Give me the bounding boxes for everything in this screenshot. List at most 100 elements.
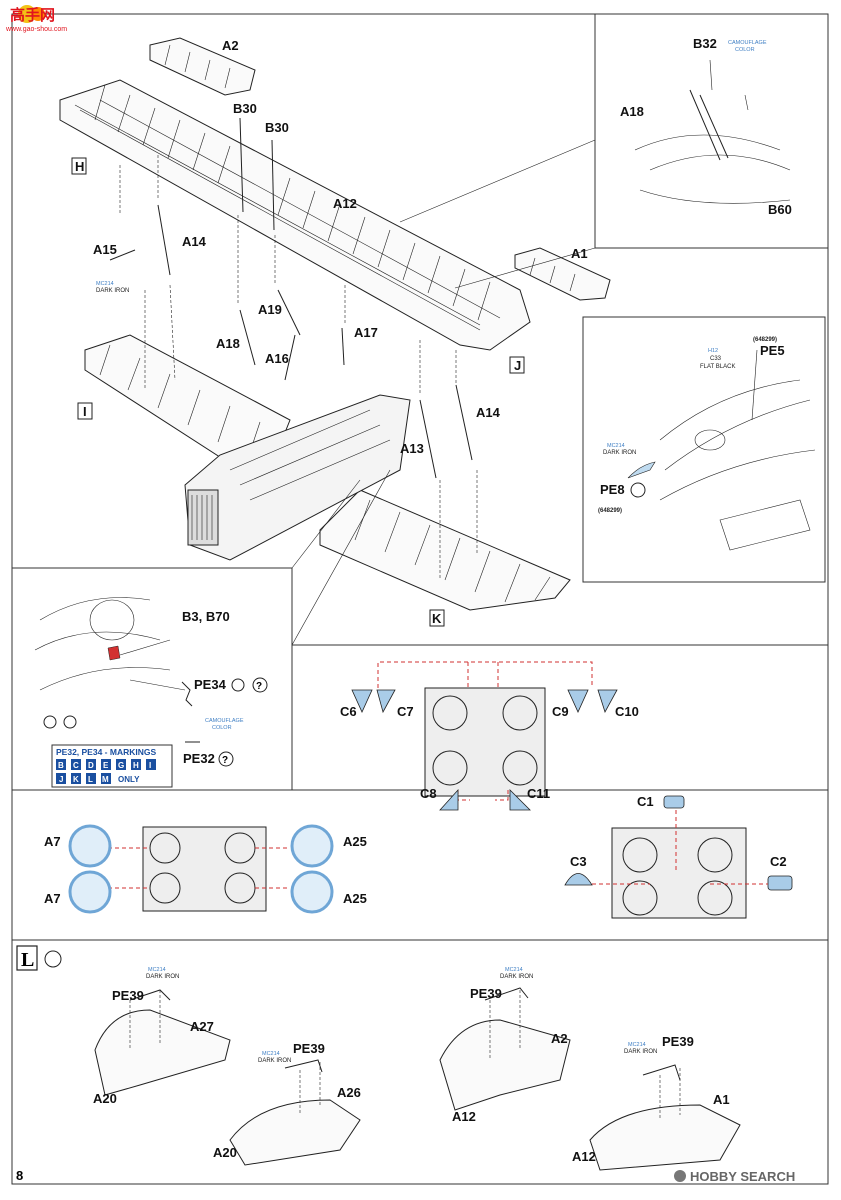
svg-text:K: K <box>73 775 79 784</box>
label-a2-l: A2 <box>551 1031 568 1046</box>
pe8-icon <box>630 482 646 498</box>
label-a1: A1 <box>571 246 588 261</box>
color-a15-name: DARK IRON <box>96 288 129 294</box>
label-a14-2: A14 <box>476 405 501 420</box>
label-a16: A16 <box>265 351 289 366</box>
svg-text:M: M <box>102 775 109 784</box>
aileron-l2 <box>229 1099 361 1166</box>
pe34-icon-2 <box>252 677 268 693</box>
label-a7-2: A7 <box>44 891 61 906</box>
inset-left: B3, B70 PE34 ? CAMOUFLAGE COLOR PE32 ? P… <box>12 469 391 791</box>
box-j: J <box>509 356 525 374</box>
label-b30-1: B30 <box>233 101 257 116</box>
wheel-a7-2 <box>68 870 112 914</box>
svg-text:C: C <box>73 761 79 770</box>
svg-text:?: ? <box>222 755 228 766</box>
markings-title: PE32, PE34 - MARKINGS <box>56 747 156 757</box>
svg-text:J: J <box>514 358 521 373</box>
camo-2: COLOR <box>735 47 755 53</box>
l-icon <box>44 950 62 968</box>
label-c10: C10 <box>615 704 639 719</box>
pe5-ref: (648299) <box>753 337 777 343</box>
icon-a <box>43 715 57 729</box>
svg-text:?: ? <box>256 681 262 692</box>
windscreen-pe8 <box>627 461 656 479</box>
mask-c3 <box>564 873 593 886</box>
svg-text:I: I <box>83 404 87 419</box>
box-h: H <box>71 157 87 175</box>
svg-text:L: L <box>88 775 93 784</box>
svg-text:H: H <box>75 159 84 174</box>
camo-1: CAMOUFLAGE <box>728 40 767 46</box>
page-border <box>11 13 829 1185</box>
svg-text:DARK IRON: DARK IRON <box>258 1058 291 1064</box>
label-a18: A18 <box>216 336 240 351</box>
svg-text:H: H <box>133 761 139 770</box>
label-a12: A12 <box>333 196 357 211</box>
masks-section: C6 C7 C9 C10 C8 C11 A7 A7 A25 A25 C1 C3 … <box>12 644 828 941</box>
mask-c1 <box>663 795 685 809</box>
label-a25-1: A25 <box>343 834 367 849</box>
label-pe39-1: PE39 <box>112 988 144 1003</box>
label-b60: B60 <box>768 202 792 217</box>
markings-letters-row2: J K L M ONLY <box>56 773 140 784</box>
svg-text:B: B <box>58 761 64 770</box>
radiator <box>187 489 219 546</box>
label-c11: C11 <box>527 786 550 801</box>
svg-text:DARK IRON: DARK IRON <box>624 1049 657 1055</box>
label-a20-1: A20 <box>93 1091 117 1106</box>
mask-c2 <box>767 875 793 891</box>
camo-left-1: CAMOUFLAGE <box>205 718 244 724</box>
label-a13: A13 <box>400 441 424 456</box>
camo-left-2: COLOR <box>212 725 232 731</box>
label-pe39-2: PE39 <box>293 1041 325 1056</box>
aileron-l4 <box>589 1104 741 1171</box>
label-a20-2: A20 <box>213 1145 237 1160</box>
box-k: K <box>429 609 445 627</box>
svg-text:G: G <box>118 761 124 770</box>
label-pe32: PE32 <box>183 751 215 766</box>
svg-text:ONLY: ONLY <box>118 775 140 784</box>
svg-text:MC214: MC214 <box>148 967 166 973</box>
svg-text:J: J <box>59 775 63 784</box>
inset-right: (648299) PE5 H12 C33 FLAT BLACK MC214 DA… <box>582 316 826 583</box>
logo: 高手网 www.gao-shou.com <box>5 5 67 33</box>
label-c7: C7 <box>397 704 414 719</box>
wheel-a7-1 <box>68 824 112 868</box>
label-a2: A2 <box>222 38 239 53</box>
label-a17: A17 <box>354 325 378 340</box>
label-pe8: PE8 <box>600 482 625 497</box>
label-a18-inset: A18 <box>620 104 644 119</box>
aileron-a1 <box>514 247 611 301</box>
label-a12-1: A12 <box>452 1109 476 1124</box>
svg-text:D: D <box>88 761 94 770</box>
flat-code2: C33 <box>710 356 722 362</box>
upper-wing <box>59 79 531 351</box>
dark-name: DARK IRON <box>603 450 636 456</box>
logo-text: 高手网 <box>10 6 55 24</box>
label-l: L <box>21 949 34 971</box>
label-c9: C9 <box>552 704 569 719</box>
label-b32: B32 <box>693 36 717 51</box>
svg-text:E: E <box>103 761 109 770</box>
label-b30-2: B30 <box>265 120 289 135</box>
label-a15: A15 <box>93 242 117 257</box>
label-c3: C3 <box>570 854 587 869</box>
label-a25-2: A25 <box>343 891 367 906</box>
page-number: 8 <box>16 1168 23 1183</box>
label-a26: A26 <box>337 1085 361 1100</box>
label-pe39-3: PE39 <box>470 986 502 1001</box>
main-assembly: A2 B30 B30 A12 A1 A15 A14 A19 A18 A16 A1… <box>59 37 611 627</box>
icon-b <box>63 715 77 729</box>
box-i: I <box>77 402 93 420</box>
inset-top-right: B32 CAMOUFLAGE COLOR A18 B60 <box>399 14 828 289</box>
aileron-l1 <box>94 1009 231 1096</box>
aileron-a2 <box>149 37 256 96</box>
watermark-text: HOBBY SEARCH <box>690 1169 795 1184</box>
wheel-a25-1 <box>290 824 334 868</box>
label-pe34: PE34 <box>194 677 227 692</box>
svg-text:MC214: MC214 <box>628 1042 646 1048</box>
wheel-a25-2 <box>290 870 334 914</box>
